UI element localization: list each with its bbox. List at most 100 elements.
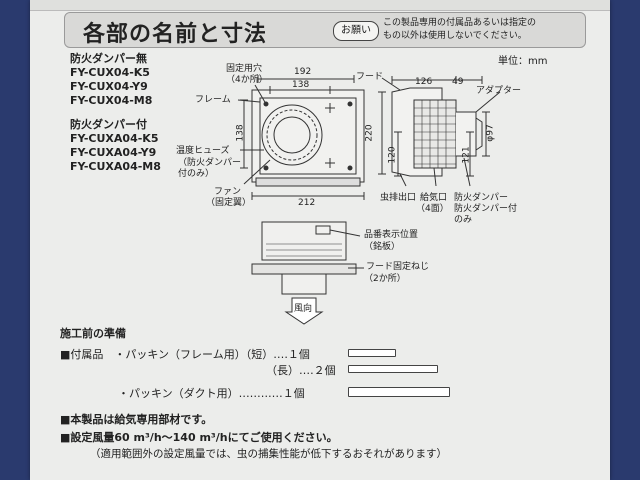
leader-fixing-hole <box>254 84 267 105</box>
previous-page-edge <box>30 0 610 11</box>
section-header: 各部の名前と寸法 お願い この製品専用の付属品あるいは指定の もの以外は使用しな… <box>64 12 586 48</box>
note-intake-only: ■本製品は給気専用部材です。 <box>60 413 213 426</box>
front-view <box>237 75 365 200</box>
side-view <box>378 76 501 187</box>
label-product-label-note: （銘板） <box>364 242 401 252</box>
fan-ring <box>261 104 323 166</box>
screw-marks <box>325 103 335 168</box>
label-insect-outlet: 虫排出口 <box>380 193 417 203</box>
fixing-hole <box>263 165 269 171</box>
dim-126: 126 <box>415 77 433 87</box>
label-hood-screw: フード固定ねじ <box>366 262 430 272</box>
fan-hub <box>273 116 311 154</box>
dim-line-138 <box>269 86 331 94</box>
frame-packing-short-icon <box>348 349 396 357</box>
label-intake-note: （4面） <box>416 204 449 214</box>
accessory-row-2: （長）‥‥２個 <box>266 364 336 377</box>
label-thermal-fuse-note-2: 付のみ） <box>178 169 215 179</box>
leader-fan <box>243 159 271 185</box>
dimension-diagrams <box>237 75 501 325</box>
models-with-damper: 防火ダンパー付 FY-CUXA04-K5 FY-CUXA04-Y9 FY-CUX… <box>70 118 161 174</box>
accessory-row-3: ・パッキン（ダクト用）‥‥‥‥‥‥１個 <box>118 387 305 400</box>
label-damper: 防火ダンパー <box>454 193 509 203</box>
label-adapter: アダプター <box>476 86 522 96</box>
frame-packing-long-icon <box>348 365 438 373</box>
dim-212: 212 <box>298 198 316 208</box>
label-intake: 給気口 <box>420 193 448 203</box>
dim-line-49 <box>455 76 483 84</box>
notice-line-1: この製品専用の付属品あるいは指定の <box>383 18 537 28</box>
leader-nameplate <box>329 229 361 237</box>
models-no-damper: 防火ダンパー無 FY-CUX04-K5 FY-CUX04-Y9 FY-CUX04… <box>70 52 152 108</box>
models-damper-heading: 防火ダンパー付 <box>70 118 147 131</box>
model-item: FY-CUXA04-Y9 <box>70 146 157 159</box>
duct-packing-icon <box>348 387 450 397</box>
dim-phi97: φ97 <box>485 124 496 142</box>
dim-220: 220 <box>364 124 375 142</box>
dim-120: 120 <box>387 146 398 164</box>
label-fixing-hole-count: （4か所） <box>226 75 268 85</box>
front-frame <box>251 89 365 183</box>
fixing-hole <box>347 101 353 107</box>
intake-grid <box>413 99 457 169</box>
dim-138-vertical: 138 <box>235 124 246 142</box>
model-item: FY-CUXA04-K5 <box>70 132 159 145</box>
model-item: FY-CUXA04-M8 <box>70 160 161 173</box>
note-insect-performance: （適用範囲外の設定風量では、虫の捕集性能が低下するおそれがあります） <box>90 448 447 460</box>
adapter-tip <box>475 117 483 151</box>
dim-49: 49 <box>452 77 464 87</box>
dim-line-212 <box>251 192 365 200</box>
dim-line-192 <box>257 75 355 83</box>
box-vents <box>266 243 342 257</box>
label-hood-screw-note: （2か所） <box>364 274 406 284</box>
request-notice: この製品専用の付属品あるいは指定の もの以外は使用しないでください。 <box>383 17 536 43</box>
fan-blades <box>266 109 318 161</box>
leader-adapter <box>475 91 501 113</box>
label-fan-note: （固定翼） <box>206 198 252 208</box>
models-no-damper-heading: 防火ダンパー無 <box>70 52 147 65</box>
dim-138: 138 <box>292 80 310 90</box>
label-airflow: 風向 <box>294 304 313 314</box>
prep-title: 施工前の準備 <box>60 327 126 340</box>
dim-192: 192 <box>294 67 312 77</box>
label-frame: フレーム <box>195 95 231 105</box>
airflow-arrow <box>284 297 324 325</box>
label-product-label: 品番表示位置 <box>364 230 419 240</box>
leader-intake <box>433 167 437 187</box>
duct-stub <box>281 273 327 295</box>
unit-label: 単位：mm <box>498 56 548 67</box>
front-base <box>255 177 361 187</box>
grid-lines-h <box>414 107 456 165</box>
leader-damper <box>463 157 471 187</box>
dim-121: 121 <box>461 146 472 164</box>
label-damper-note-2: のみ <box>454 215 473 225</box>
manual-page: 各部の名前と寸法 お願い この製品専用の付属品あるいは指定の もの以外は使用しな… <box>30 0 610 480</box>
label-hood: フード <box>356 72 384 82</box>
dim-line-121 <box>466 131 474 177</box>
label-fixing-hole: 固定用穴 <box>226 64 263 74</box>
bottom-view <box>251 221 364 325</box>
accessory-row-1: ■付属品 ・パッキン（フレーム用）（短）‥‥１個 <box>60 348 310 361</box>
grid-lines-v <box>421 100 447 168</box>
dim-line-220 <box>378 91 386 175</box>
label-thermal-fuse-note-1: （防火ダンパー <box>178 158 242 168</box>
model-item: FY-CUX04-M8 <box>70 94 153 107</box>
model-item: FY-CUX04-Y9 <box>70 80 148 93</box>
leader-insect <box>399 173 407 187</box>
dim-line-97 <box>482 111 490 157</box>
label-fan: ファン <box>214 187 242 197</box>
unit-box <box>261 221 347 261</box>
request-badge: お願い <box>333 21 379 41</box>
label-thermal-fuse: 温度ヒューズ <box>176 146 230 156</box>
adapter-body <box>456 111 477 157</box>
note-airflow-range: ■設定風量60 m³/h～140 m³/hにてご使用ください。 <box>60 431 338 444</box>
hood-flange <box>251 263 357 275</box>
page-title: 各部の名前と寸法 <box>83 22 268 47</box>
notice-line-2: もの以外は使用しないでください。 <box>383 31 527 41</box>
front-inner-frame <box>259 97 357 175</box>
leader-frame <box>237 99 261 103</box>
label-damper-note-1: 防火ダンパー付 <box>454 204 518 214</box>
leader-hood <box>381 77 401 91</box>
fixing-hole <box>347 165 353 171</box>
model-item: FY-CUX04-K5 <box>70 66 150 79</box>
